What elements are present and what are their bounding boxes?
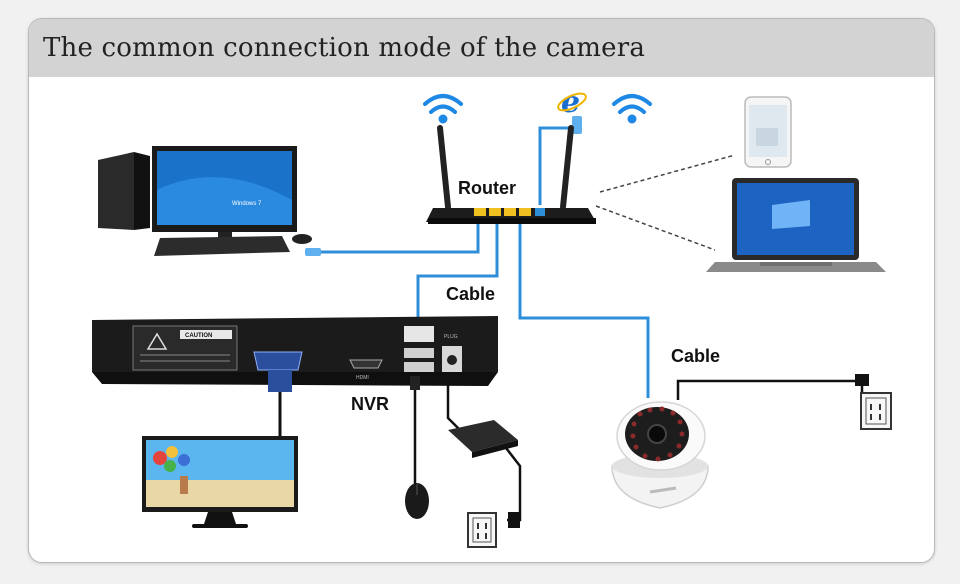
- dome-camera-icon: [611, 401, 709, 509]
- monitor-icon: [142, 436, 298, 528]
- nvr-recorder-icon: CAUTION HDMI PLUG: [92, 316, 498, 386]
- network-cables: [318, 126, 650, 398]
- wifi-icon: [423, 94, 463, 124]
- power-adapter-icon: [446, 374, 522, 528]
- nvr-cable: [416, 220, 499, 328]
- wall-outlet-icon: [860, 392, 892, 430]
- internet-cable: [538, 126, 575, 205]
- laptop-icon: [706, 178, 886, 272]
- camera-cable-label: Cable: [671, 346, 721, 366]
- power-port-label: PLUG: [444, 334, 458, 340]
- camera-power-cable: [676, 379, 864, 400]
- vga-cable: [268, 370, 292, 437]
- nvr-label: NVR: [351, 394, 390, 414]
- hdmi-port-label: HDMI: [356, 375, 369, 381]
- internet-cable-plug: [572, 116, 582, 134]
- wireless-links: [595, 154, 736, 251]
- caution-label: CAUTION: [185, 333, 212, 339]
- usb-mouse-icon: [405, 376, 429, 519]
- nvr-cable-label: Cable: [446, 284, 496, 304]
- pc-cable: [318, 220, 480, 254]
- smartphone-icon: [744, 96, 792, 168]
- camera-power-plug: [855, 374, 869, 386]
- router-label: Router: [458, 178, 516, 198]
- router-icon: [426, 125, 596, 224]
- wireless-link-phone: [599, 154, 736, 193]
- title-bar: The common connection mode of the camera: [29, 19, 934, 77]
- wireless-link-laptop: [595, 205, 716, 251]
- wifi-icon: [612, 94, 652, 124]
- pc-cable-plug: [305, 248, 321, 256]
- wall-outlet-icon: [467, 512, 497, 548]
- windows-logo-text: Windows 7: [232, 201, 262, 207]
- desktop-computer-icon: Windows 7: [98, 146, 312, 256]
- svg-text:e: e: [561, 85, 580, 120]
- camera-cable: [518, 220, 650, 398]
- internet-icon: e: [557, 85, 587, 120]
- diagram-title: The common connection mode of the camera: [43, 33, 646, 63]
